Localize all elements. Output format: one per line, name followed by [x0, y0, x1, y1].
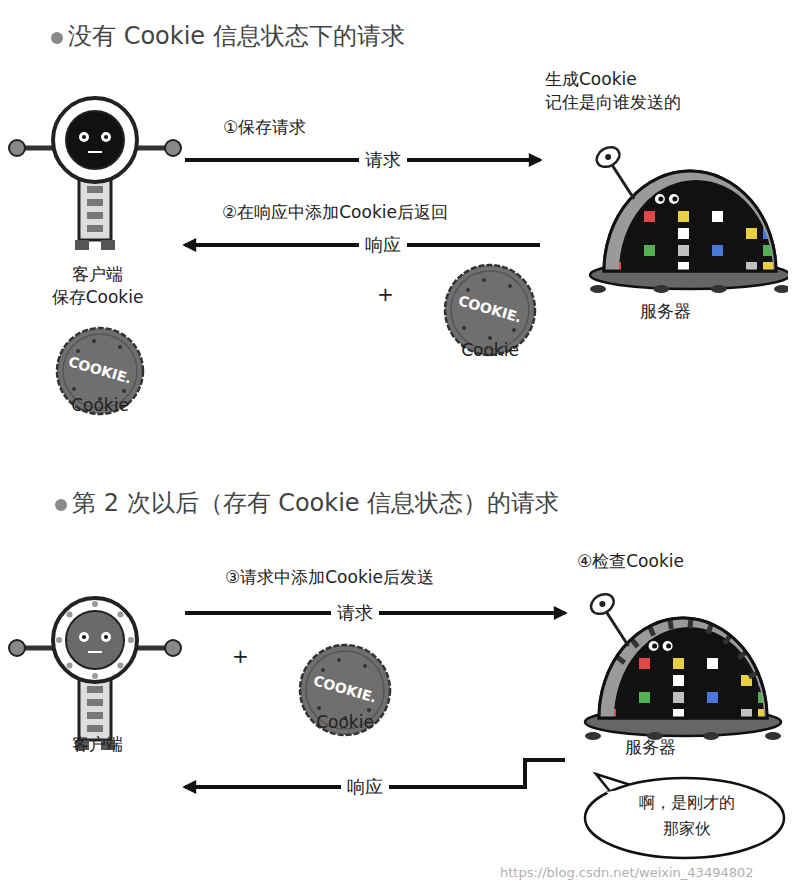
plus-sign: +: [232, 644, 249, 668]
arrow-connector: [185, 158, 540, 162]
watermark: https://blog.csdn.net/weixin_43494802: [500, 865, 754, 880]
cookie-stamp: COOKIE.: [49, 348, 150, 394]
edge-label: 响应: [359, 234, 407, 255]
edge-label-holder: 响应: [359, 233, 407, 257]
client-robot-art: [5, 585, 185, 800]
edge-label-holder: 请求: [359, 148, 407, 172]
server-robot-art: [565, 548, 787, 770]
cookie-stamp: COOKIE.: [294, 667, 395, 713]
plus-sign-holder: +: [232, 644, 249, 668]
watermark-holder: https://blog.csdn.net/weixin_43494802: [500, 862, 754, 881]
arrow-connector: [185, 611, 565, 615]
step-note: ③请求中添加Cookie后发送: [225, 567, 434, 587]
section-heading-holder: 没有 Cookie 信息状态下的请求: [68, 20, 405, 52]
node-label: 服务器: [595, 736, 705, 759]
step-note-holder: ②在响应中添加Cookie后返回: [222, 201, 448, 224]
node-label: 客户端 保存Cookie: [40, 263, 155, 309]
bullet-dot: [51, 32, 63, 44]
edge-label: 请求: [331, 602, 379, 623]
section-heading: 第 2 次以后（存有 Cookie 信息状态）的请求: [72, 489, 559, 517]
edge-label: 响应: [341, 776, 389, 797]
speech-text: 啊，是刚才的 那家伙: [617, 790, 757, 841]
plus-sign: +: [377, 282, 394, 306]
bullet-dot: [55, 499, 67, 511]
arrow-connector: [185, 243, 540, 247]
node-label: 生成Cookie 记住是向谁发送的: [545, 68, 745, 114]
node-label: ④检查Cookie: [577, 550, 717, 573]
server-robot: ④检查Cookie 服务器: [565, 548, 787, 770]
step-note: ①保存请求: [223, 117, 306, 137]
node-label: 客户端: [40, 733, 155, 756]
client-robot-art: [5, 85, 185, 320]
node-label: 服务器: [610, 300, 720, 323]
cookie-figure-art: [295, 640, 395, 764]
edge-label: 请求: [359, 149, 407, 170]
server-robot: 生成Cookie 记住是向谁发送的服务器: [540, 66, 788, 328]
cookie-figure: COOKIE.Cookie: [48, 325, 152, 449]
server-robot-art: [540, 66, 788, 328]
cookie-stamp: COOKIE.: [439, 287, 540, 333]
node-label: Cookie: [295, 711, 395, 734]
speech-bubble: 啊，是刚才的 那家伙: [582, 772, 787, 860]
step-note-holder: ③请求中添加Cookie后发送: [225, 566, 434, 589]
arrow-connector: [185, 760, 565, 787]
cookie-figure: COOKIE. Cookie: [440, 262, 540, 392]
client-robot: 客户端: [5, 585, 185, 800]
client-robot: 客户端 保存Cookie: [5, 85, 185, 320]
section-heading-holder: 第 2 次以后（存有 Cookie 信息状态）的请求: [72, 487, 559, 519]
plus-sign-holder: +: [377, 282, 394, 306]
node-label: Cookie: [440, 339, 540, 362]
section-heading: 没有 Cookie 信息状态下的请求: [68, 22, 405, 50]
step-note-holder: ①保存请求: [223, 116, 306, 139]
cookie-figure-art: [48, 325, 152, 449]
cookie-figure: COOKIE.Cookie: [295, 640, 395, 764]
edge-label-holder: 请求: [331, 601, 379, 625]
cookie-figure-art: [440, 262, 540, 392]
step-note: ②在响应中添加Cookie后返回: [222, 202, 448, 222]
speech-bubble-art: [582, 772, 787, 860]
node-label: Cookie: [50, 394, 150, 417]
edge-label-holder: 响应: [341, 775, 389, 799]
